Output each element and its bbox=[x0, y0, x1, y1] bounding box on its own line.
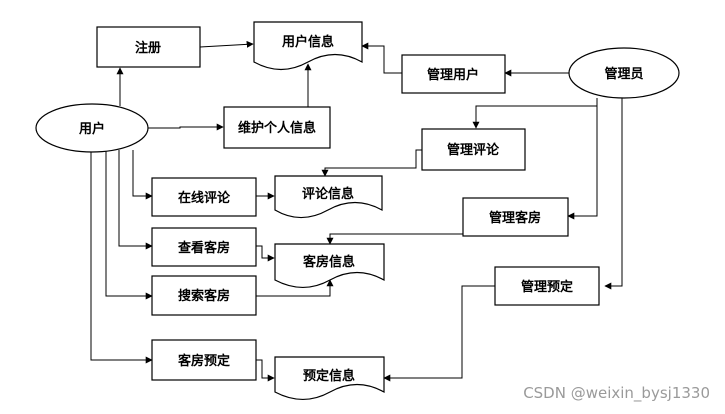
datastore-user-info-label: 用户信息 bbox=[281, 34, 334, 50]
datastore-room-info: 客房信息 bbox=[274, 243, 385, 289]
process-manage-booking-label: 管理预定 bbox=[521, 279, 573, 295]
process-room-booking-label: 客房预定 bbox=[178, 353, 230, 369]
process-manage-users: 管理用户 bbox=[401, 54, 506, 94]
datastore-booking-info-label: 预定信息 bbox=[303, 368, 355, 384]
process-search-rooms: 搜索客房 bbox=[151, 275, 257, 316]
datastore-booking-info: 预定信息 bbox=[274, 356, 385, 401]
datastore-review-info: 评论信息 bbox=[274, 175, 383, 219]
entity-admin: 管理员 bbox=[568, 47, 680, 99]
edge-roombooking-bookinginfo bbox=[256, 359, 275, 382]
process-manage-rooms: 管理客房 bbox=[462, 197, 569, 237]
process-manage-rooms-label: 管理客房 bbox=[489, 210, 541, 226]
edge-user-roombooking bbox=[90, 150, 153, 364]
entity-user: 用户 bbox=[35, 103, 149, 153]
edge-admin-managereviews bbox=[472, 98, 598, 129]
process-manage-users-label: 管理用户 bbox=[427, 67, 479, 83]
process-search-rooms-label: 搜索客房 bbox=[178, 288, 230, 304]
process-manage-reviews: 管理评论 bbox=[421, 128, 526, 171]
edge-managebooking-bookinginfo bbox=[383, 285, 495, 382]
process-view-rooms-label: 查看客房 bbox=[177, 240, 230, 256]
datastore-review-info-label: 评论信息 bbox=[302, 186, 354, 202]
process-maintain-info: 维护个人信息 bbox=[223, 106, 331, 149]
process-view-rooms: 查看客房 bbox=[151, 227, 257, 267]
edge-user-searchrooms bbox=[105, 150, 153, 300]
process-manage-reviews-label: 管理评论 bbox=[447, 142, 500, 158]
edge-managereviews-reviewinfo bbox=[321, 149, 422, 177]
process-maintain-info-label: 维护个人信息 bbox=[238, 120, 316, 136]
edge-user-viewrooms bbox=[118, 150, 153, 250]
datastore-room-info-label: 客房信息 bbox=[303, 254, 355, 270]
entity-admin-label: 管理员 bbox=[604, 66, 643, 82]
process-register-label: 注册 bbox=[135, 40, 161, 56]
process-online-review: 在线评论 bbox=[151, 177, 257, 217]
edge-viewrooms-roominfo bbox=[256, 245, 275, 262]
datastore-user-info: 用户信息 bbox=[253, 21, 363, 71]
process-register: 注册 bbox=[96, 26, 201, 68]
edge-register-userinfo bbox=[199, 40, 254, 48]
watermark: CSDN @weixin_bysj1330 bbox=[523, 384, 710, 403]
edge-admin-managebooking bbox=[604, 98, 623, 290]
edge-user-onlinereview bbox=[132, 150, 153, 200]
edge-managerooms-roominfo bbox=[326, 233, 463, 245]
edge-manageusers-userinfo bbox=[361, 42, 402, 74]
process-room-booking: 客房预定 bbox=[151, 339, 257, 381]
process-manage-booking: 管理预定 bbox=[494, 266, 600, 306]
edge-admin-managerooms bbox=[567, 98, 598, 220]
edge-user-maintain bbox=[148, 123, 224, 131]
entity-user-label: 用户 bbox=[78, 121, 105, 137]
process-online-review-label: 在线评论 bbox=[178, 190, 231, 206]
edges bbox=[90, 40, 623, 382]
edge-searchrooms-roominfo bbox=[256, 279, 334, 297]
